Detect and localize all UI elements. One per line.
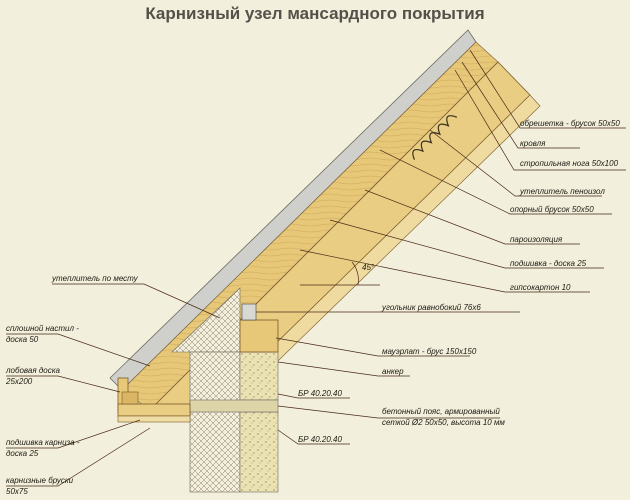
label-fascia-2: 25х200	[5, 377, 33, 386]
insulation-coil	[412, 115, 458, 160]
label-soffit-1: подшивка карниза -	[6, 438, 80, 447]
label-rafter: стропильная нога 50х100	[520, 159, 619, 168]
diagram-title: Карнизный узел мансардного покрытия	[145, 4, 485, 23]
label-concrete-belt-1: бетонный пояс, армированный	[382, 407, 500, 416]
label-insulation: утеплитель пеноизол	[519, 187, 605, 196]
label-eaves-bars-2: 50х75	[6, 487, 28, 496]
wall-block-lower	[239, 411, 279, 493]
label-fill-insulation: утеплитель по месту	[51, 274, 139, 283]
label-anchor: анкер	[382, 367, 404, 376]
angle-bracket	[241, 303, 257, 321]
label-lining: подшивка - доска 25	[510, 259, 587, 268]
eaves-soffit	[117, 415, 191, 423]
label-soffit-2: доска 25	[6, 449, 39, 458]
label-mauerlat: мауэрлат - брус 150х150	[382, 347, 477, 356]
label-angle-bracket: угольник равнобокий 76х6	[381, 303, 481, 312]
wall-block-upper	[239, 351, 279, 401]
eaves-bar	[121, 391, 139, 405]
label-block-lower: БР 40.20.40	[298, 435, 342, 444]
leader-lines-right	[256, 49, 626, 445]
leader-lines-left	[6, 283, 221, 487]
labels-left: утеплитель по месту сплошной настил - до…	[5, 274, 139, 496]
label-eaves-bars-1: карнизные бруски	[6, 476, 74, 485]
angle-label: 45°	[362, 263, 375, 272]
label-batten: обрешетка - брусок 50х50	[520, 119, 620, 128]
label-vapor-barrier: пароизоляция	[510, 235, 563, 244]
label-roofing: кровля	[520, 139, 546, 148]
label-fascia-1: лобовая доска	[5, 366, 61, 375]
label-decking-1: сплошной настил -	[6, 324, 79, 333]
mauerlat	[239, 319, 279, 353]
concrete-belt	[189, 399, 279, 413]
eaves-joist	[117, 403, 191, 417]
label-block-upper: БР 40.20.40	[298, 389, 342, 398]
label-drywall: гипсокартон 10	[510, 283, 571, 292]
label-support-bar: опорный брусок 50х50	[510, 205, 594, 214]
wall-insulation	[189, 351, 241, 493]
label-decking-2: доска 50	[6, 335, 39, 344]
label-concrete-belt-2: сеткой Ø2 50х50, высота 10 мм	[382, 418, 505, 427]
labels-right: обрешетка - брусок 50х50 кровля стропиль…	[298, 119, 620, 444]
